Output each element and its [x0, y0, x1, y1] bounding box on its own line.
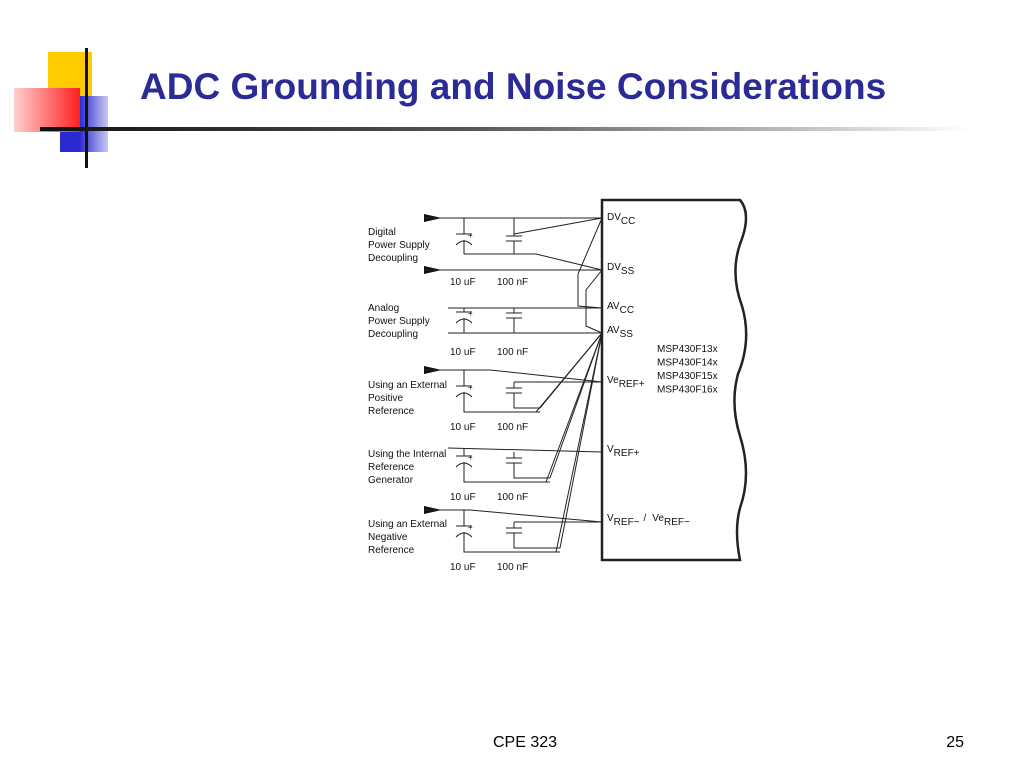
svg-text:+: + [468, 523, 473, 532]
pin-label-dvcc: DVCC [607, 212, 635, 227]
pin-label-vref-minus: VREF−/VeREF− [607, 513, 690, 528]
cap-value-large: 10 uF [450, 277, 476, 288]
cap-value-small: 100 nF [497, 347, 528, 358]
slide-title: ADC Grounding and Noise Considerations [140, 66, 887, 107]
cap-value-large: 10 uF [450, 492, 476, 503]
device-box [600, 198, 748, 562]
cap-value-small: 100 nF [497, 277, 528, 288]
cap-value-small: 100 nF [497, 422, 528, 433]
svg-text:+: + [468, 309, 473, 318]
svg-text:+: + [468, 231, 473, 240]
title-rule [50, 127, 970, 131]
cap-value-large: 10 uF [450, 347, 476, 358]
pin-label-veref-plus: VeREF+ [607, 375, 645, 390]
cap-value-small: 100 nF [497, 492, 528, 503]
pin-label-avss: AVSS [607, 325, 633, 340]
page-number: 25 [946, 734, 964, 751]
cap-value-small: 100 nF [497, 562, 528, 573]
footer-course: CPE 323 [492, 734, 558, 751]
cap-value-large: 10 uF [450, 422, 476, 433]
pin-label-vref-plus: VREF+ [607, 444, 640, 459]
svg-text:+: + [468, 383, 473, 392]
pin-label-avcc: AVCC [607, 301, 634, 316]
cap-value-large: 10 uF [450, 562, 476, 573]
avss-ground-fan [535, 332, 603, 553]
deco-red-square [14, 88, 80, 132]
deco-vertical-line [85, 48, 88, 168]
svg-text:+: + [468, 453, 473, 462]
pin-label-dvss: DVSS [607, 262, 635, 277]
